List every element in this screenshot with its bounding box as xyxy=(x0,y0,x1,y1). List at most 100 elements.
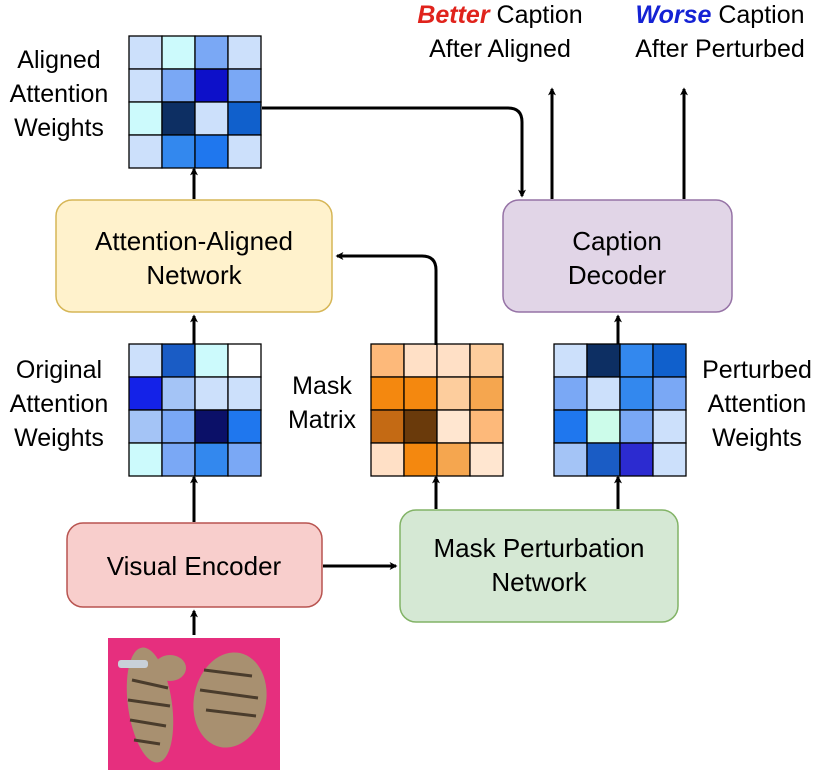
aligned-attention-grid xyxy=(128,35,262,169)
mask-perturbation-network-box: Mask Perturbation Network xyxy=(399,509,679,623)
grid-cell xyxy=(652,376,687,411)
grid-cell xyxy=(586,442,621,477)
better-rest: Caption xyxy=(490,1,583,29)
attention-aligned-label-line2: Network xyxy=(146,260,242,290)
grid-cell xyxy=(161,101,196,136)
mask-matrix-grid xyxy=(370,343,504,477)
better-caption-line2: After Aligned xyxy=(429,35,571,63)
caption-decoder-box: Caption Decoder xyxy=(502,199,733,313)
grid-cell xyxy=(194,376,229,411)
grid-cell xyxy=(619,442,654,477)
cat-right-shape xyxy=(193,652,267,748)
grid-cell xyxy=(227,442,262,477)
grid-cell xyxy=(436,376,471,411)
grid-cell xyxy=(553,343,588,378)
worse-caption-line2: After Perturbed xyxy=(635,35,805,63)
grid-cell xyxy=(403,409,438,444)
grid-cell xyxy=(161,343,196,378)
grid-cell xyxy=(194,35,229,70)
original-weights-label-line2: Attention xyxy=(10,390,109,418)
grid-cell xyxy=(469,409,504,444)
mask-perturbation-label-line1: Mask Perturbation xyxy=(434,533,645,563)
original-attention-grid xyxy=(128,343,262,477)
worse-rest: Caption xyxy=(711,1,804,29)
mask-matrix-label-line2: Matrix xyxy=(288,406,357,434)
aligned-weights-label-line2: Attention xyxy=(10,80,109,108)
visual-encoder-box: Visual Encoder xyxy=(66,522,323,608)
attention-aligned-label-line1: Attention-Aligned xyxy=(95,226,293,256)
grid-cell xyxy=(586,409,621,444)
grid-cell xyxy=(553,409,588,444)
worse-caption-label: Worse Caption After Perturbed xyxy=(635,1,805,63)
grid-cell xyxy=(652,343,687,378)
grid-cell xyxy=(128,376,163,411)
grid-cell xyxy=(586,343,621,378)
worse-highlight: Worse xyxy=(635,1,711,29)
grid-cell xyxy=(161,68,196,103)
better-highlight: Better xyxy=(417,1,491,29)
mask-matrix-label-line1: Mask xyxy=(292,372,352,400)
grid-cell xyxy=(194,134,229,169)
grid-cell xyxy=(227,409,262,444)
original-weights-label-line3: Weights xyxy=(14,424,104,452)
grid-cell xyxy=(161,442,196,477)
grid-cell xyxy=(128,68,163,103)
grid-cell xyxy=(161,35,196,70)
input-image xyxy=(108,638,280,770)
grid-cell xyxy=(161,376,196,411)
grid-cell xyxy=(370,442,405,477)
grid-cell xyxy=(553,376,588,411)
attention-aligned-network-box: Attention-Aligned Network xyxy=(55,199,333,313)
grid-cell xyxy=(161,134,196,169)
aligned-weights-label: Aligned Attention Weights xyxy=(10,46,109,142)
grid-cell xyxy=(194,409,229,444)
arrows xyxy=(190,87,688,635)
grid-cell xyxy=(128,442,163,477)
better-caption-line1: Better Caption xyxy=(417,1,582,29)
grid-cell xyxy=(370,343,405,378)
grid-cell xyxy=(227,343,262,378)
grid-cell xyxy=(436,343,471,378)
grid-cell xyxy=(619,376,654,411)
grid-cell xyxy=(436,442,471,477)
better-caption-label: Better Caption After Aligned xyxy=(417,1,582,63)
caption-decoder-label-line2: Decoder xyxy=(568,260,667,290)
grid-cell xyxy=(403,376,438,411)
grid-cell xyxy=(128,35,163,70)
grid-cell xyxy=(227,376,262,411)
remote-control-shape xyxy=(118,660,148,668)
grid-cell xyxy=(619,409,654,444)
perturbed-weights-label-line3: Weights xyxy=(712,424,802,452)
grid-cell xyxy=(469,343,504,378)
grid-cell xyxy=(619,343,654,378)
grid-cell xyxy=(161,409,196,444)
original-weights-label-line1: Original xyxy=(16,356,102,384)
grid-cell xyxy=(370,409,405,444)
grid-cell xyxy=(652,409,687,444)
grid-cell xyxy=(128,101,163,136)
grid-cell xyxy=(128,343,163,378)
worse-caption-line1: Worse Caption xyxy=(635,1,804,29)
grid-cell xyxy=(227,68,262,103)
grid-cell xyxy=(370,376,405,411)
grid-cell xyxy=(586,376,621,411)
mask-perturbation-label-line2: Network xyxy=(491,567,587,597)
arrow-aligned-weights-to-decoder xyxy=(262,106,526,198)
grid-cell xyxy=(553,442,588,477)
caption-decoder-label-line1: Caption xyxy=(572,226,662,256)
arrow-mask-to-aligned-network xyxy=(335,252,438,345)
original-weights-label: Original Attention Weights xyxy=(10,356,109,452)
grid-cell xyxy=(403,343,438,378)
grid-cell xyxy=(194,442,229,477)
grid-cell xyxy=(227,134,262,169)
perturbed-weights-label: Perturbed Attention Weights xyxy=(702,356,812,452)
grid-cell xyxy=(227,35,262,70)
grid-cell xyxy=(469,376,504,411)
perturbed-weights-label-line1: Perturbed xyxy=(702,356,812,384)
aligned-weights-label-line1: Aligned xyxy=(17,46,100,74)
grid-cell xyxy=(194,68,229,103)
grid-cell xyxy=(194,343,229,378)
cat-left-shape xyxy=(126,647,186,763)
